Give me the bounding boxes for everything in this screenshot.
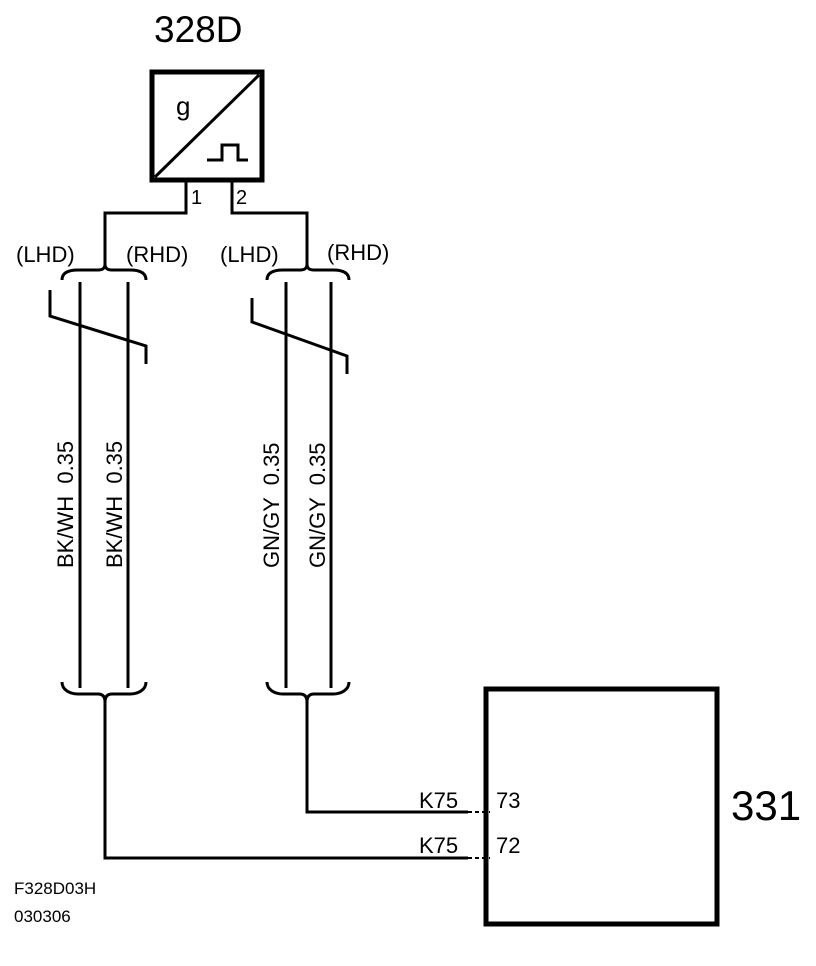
pin2-lead <box>230 180 309 268</box>
sensor-id: 328D <box>154 9 242 50</box>
connector-label-73: K75 <box>419 788 458 813</box>
wire-3-label: GN/GY 0.35 <box>259 442 284 568</box>
footer-date: 030306 <box>14 907 71 926</box>
brace-bottom-left <box>60 681 148 703</box>
variant-rhd-right: (RHD) <box>327 240 389 265</box>
module-pin-72: 72 <box>496 833 520 858</box>
sensor-pin-2: 2 <box>236 187 247 209</box>
wire-1-label: BK/WH 0.35 <box>53 441 78 568</box>
variant-rhd-left: (RHD) <box>126 242 188 267</box>
lead-to-pin-72 <box>103 702 468 860</box>
brace-bottom-right <box>265 681 351 703</box>
footer-code: F328D03H <box>14 879 96 898</box>
brace-top-left <box>60 263 148 281</box>
pulse-icon <box>207 143 248 162</box>
sensor-pin-1: 1 <box>191 187 202 209</box>
connector-label-72: K75 <box>419 833 458 858</box>
pin1-lead <box>103 180 188 268</box>
variant-lhd-left: (LHD) <box>16 242 75 267</box>
sensor-diagonal <box>153 73 261 179</box>
sensor-box <box>149 69 265 183</box>
variant-lhd-right: (LHD) <box>220 242 279 267</box>
lead-to-pin-73 <box>305 702 468 814</box>
brace-top-right <box>265 263 351 281</box>
module-box <box>483 686 720 927</box>
sensor-symbol-text: g <box>176 91 190 121</box>
module-pin-73: 73 <box>496 788 520 813</box>
cut-mark-left <box>48 290 148 364</box>
wire-4-label: GN/GY 0.35 <box>305 442 330 568</box>
cut-mark-right <box>250 298 349 374</box>
wire-2-label: BK/WH 0.35 <box>102 441 127 568</box>
module-id: 331 <box>731 782 801 829</box>
